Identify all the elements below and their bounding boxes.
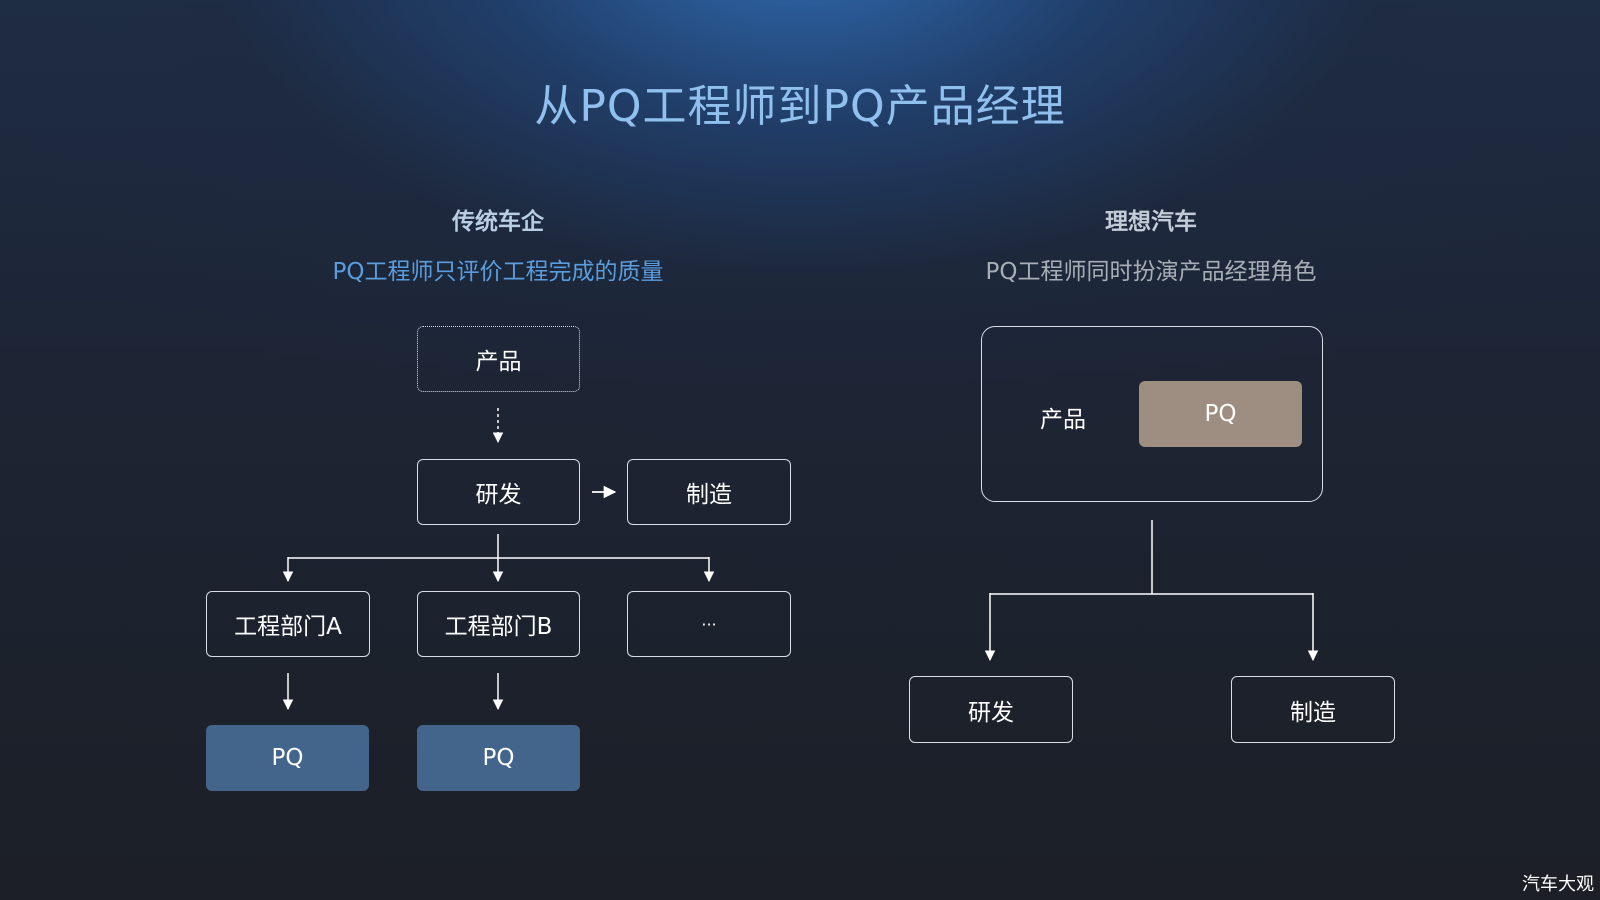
right-product-container	[981, 326, 1323, 502]
left-subheading: PQ工程师只评价工程完成的质量	[332, 259, 664, 285]
left-product-node: 产品	[417, 326, 580, 392]
left-manufacturing-label: 制造	[686, 482, 732, 508]
right-rnd-node: 研发	[909, 676, 1073, 743]
left-rnd-label: 研发	[475, 482, 522, 508]
more-label: ···	[701, 614, 717, 634]
page-title: 从PQ工程师到PQ产品经理	[534, 81, 1066, 132]
dept-a-node: 工程部门A	[206, 591, 370, 657]
right-manufacturing-node: 制造	[1231, 676, 1395, 743]
dept-b-node: 工程部门B	[417, 591, 580, 657]
dept-a-label: 工程部门A	[234, 614, 342, 640]
right-rnd-label: 研发	[968, 699, 1014, 726]
more-node: ···	[627, 591, 791, 657]
left-product-label: 产品	[475, 349, 522, 375]
left-manufacturing-node: 制造	[627, 459, 791, 525]
right-subheading: PQ工程师同时扮演产品经理角色	[985, 259, 1317, 285]
watermark: 汽车大观	[1522, 874, 1594, 895]
pq-b-node: PQ	[417, 725, 580, 791]
right-pq-label: PQ	[1204, 401, 1237, 427]
left-rnd-node: 研发	[417, 459, 580, 525]
right-pq-node: PQ	[1139, 381, 1302, 447]
pq-a-label: PQ	[271, 745, 304, 771]
right-heading: 理想汽车	[1105, 209, 1197, 235]
pq-b-label: PQ	[482, 745, 515, 771]
pq-a-node: PQ	[206, 725, 369, 791]
dept-b-label: 工程部门B	[444, 614, 553, 640]
right-manufacturing-label: 制造	[1290, 699, 1336, 726]
left-heading: 传统车企	[452, 209, 544, 235]
right-product-label: 产品	[1040, 407, 1086, 433]
